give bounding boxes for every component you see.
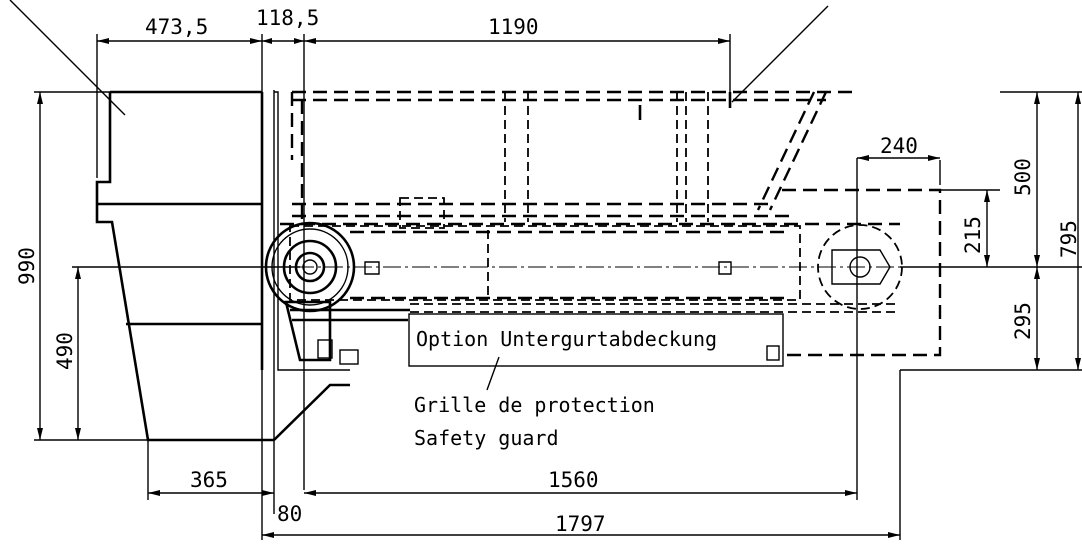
dim-bottom-1560: 1560 <box>548 468 599 492</box>
dim-right-795: 795 <box>1057 220 1081 258</box>
label-grille: Grille de protection <box>414 393 655 417</box>
extension-lines <box>34 34 1082 540</box>
annotation-labels: Option Untergurtabdeckung Grille de prot… <box>414 327 717 450</box>
top-chute <box>280 90 900 226</box>
tail-drum <box>817 224 903 310</box>
dim-top-mid: 118,5 <box>256 6 319 30</box>
dim-right-215: 215 <box>961 216 985 254</box>
dim-top-left: 473,5 <box>145 15 208 39</box>
leader-lines <box>9 0 829 391</box>
dimension-lines <box>37 38 1081 538</box>
hopper <box>95 90 350 442</box>
dim-right-500: 500 <box>1011 158 1035 196</box>
conveyor-body <box>289 188 942 367</box>
dim-right-240: 240 <box>880 134 918 158</box>
dim-left-490: 490 <box>53 332 77 370</box>
dim-bottom-365: 365 <box>190 468 228 492</box>
dim-bottom-1797: 1797 <box>555 512 606 536</box>
dimension-texts: 473,5 118,5 1190 240 215 500 795 295 990… <box>15 6 1081 536</box>
dim-left-990: 990 <box>15 247 39 285</box>
dim-bottom-80: 80 <box>277 502 302 526</box>
label-safety-guard: Safety guard <box>414 426 559 450</box>
drive-drum <box>264 221 410 365</box>
dim-top-right: 1190 <box>488 15 539 39</box>
label-option-cover: Option Untergurtabdeckung <box>416 327 717 351</box>
dim-right-295: 295 <box>1011 302 1035 340</box>
